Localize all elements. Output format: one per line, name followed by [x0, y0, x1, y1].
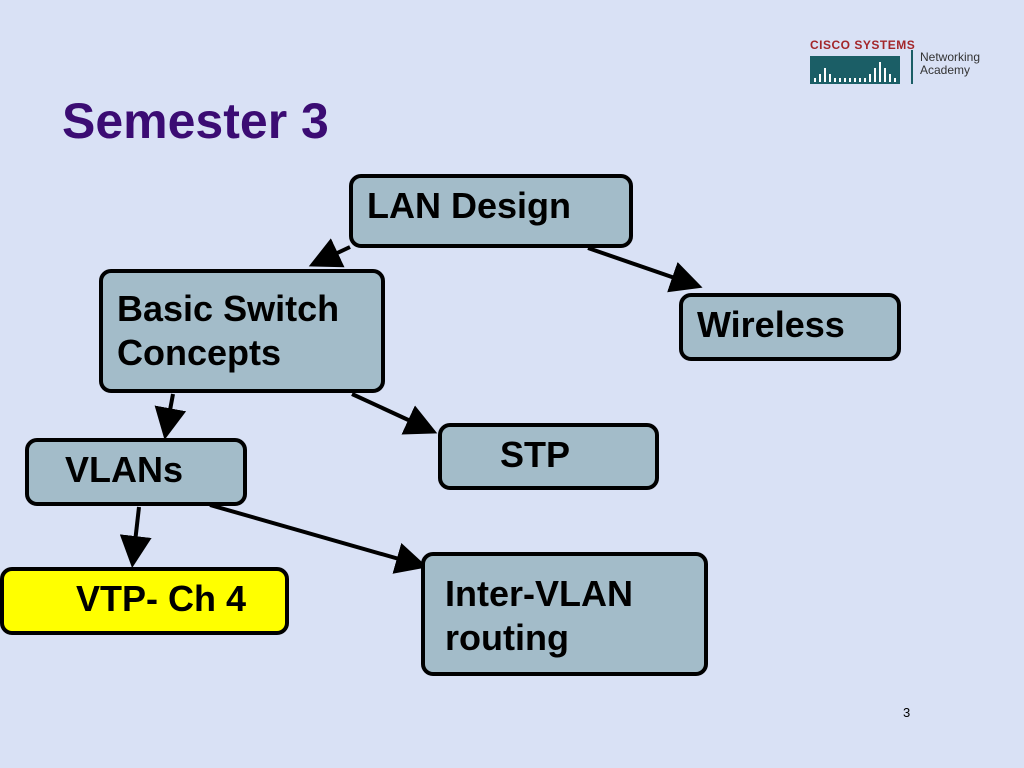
node-stp-label: STP: [500, 434, 571, 475]
arrow-lan-to-wireless: [587, 246, 703, 293]
node-lan-design-label: LAN Design: [367, 185, 572, 226]
node-inter-vlan-routing: Inter-VLAN routing: [421, 552, 708, 676]
node-vlans: VLANs: [25, 438, 247, 506]
node-basic-switch-label-line1: Basic Switch: [117, 288, 340, 329]
arrow-basic-switch-to-vlans: [154, 393, 187, 440]
arrow-lan-to-basic-switch: [308, 238, 351, 268]
cisco-bridge-icon: [810, 56, 900, 84]
node-stp: STP: [438, 423, 659, 490]
node-vtp-label: VTP- Ch 4: [76, 578, 247, 619]
node-inter-vlan-label-line1: Inter-VLAN: [445, 573, 633, 614]
arrow-vlans-to-vtp: [119, 506, 152, 568]
slide-title: Semester 3: [62, 93, 329, 149]
arrow-basic-switch-to-stp: [351, 392, 438, 435]
arrow-vlans-to-inter-vlan: [209, 503, 428, 574]
node-basic-switch-concepts: Basic Switch Concepts: [99, 269, 385, 393]
node-basic-switch-label-line2: Concepts: [117, 332, 282, 373]
node-vlans-label: VLANs: [65, 449, 184, 490]
node-wireless: Wireless: [679, 293, 901, 361]
logo-brand-text: CISCO SYSTEMS: [810, 38, 916, 52]
logo-line-academy: Academy: [920, 63, 971, 77]
logo-academy-text: Networking Academy: [920, 51, 980, 77]
cisco-networking-academy-logo: CISCO SYSTEMS Networking Academy: [810, 38, 1000, 88]
node-wireless-label: Wireless: [697, 304, 845, 345]
logo-divider: [911, 50, 913, 84]
page-number: 3: [903, 705, 911, 720]
node-inter-vlan-label-line2: routing: [445, 617, 569, 658]
logo-line-networking: Networking: [920, 50, 981, 64]
node-vtp-ch4: VTP- Ch 4: [0, 567, 289, 635]
node-lan-design: LAN Design: [349, 174, 633, 248]
